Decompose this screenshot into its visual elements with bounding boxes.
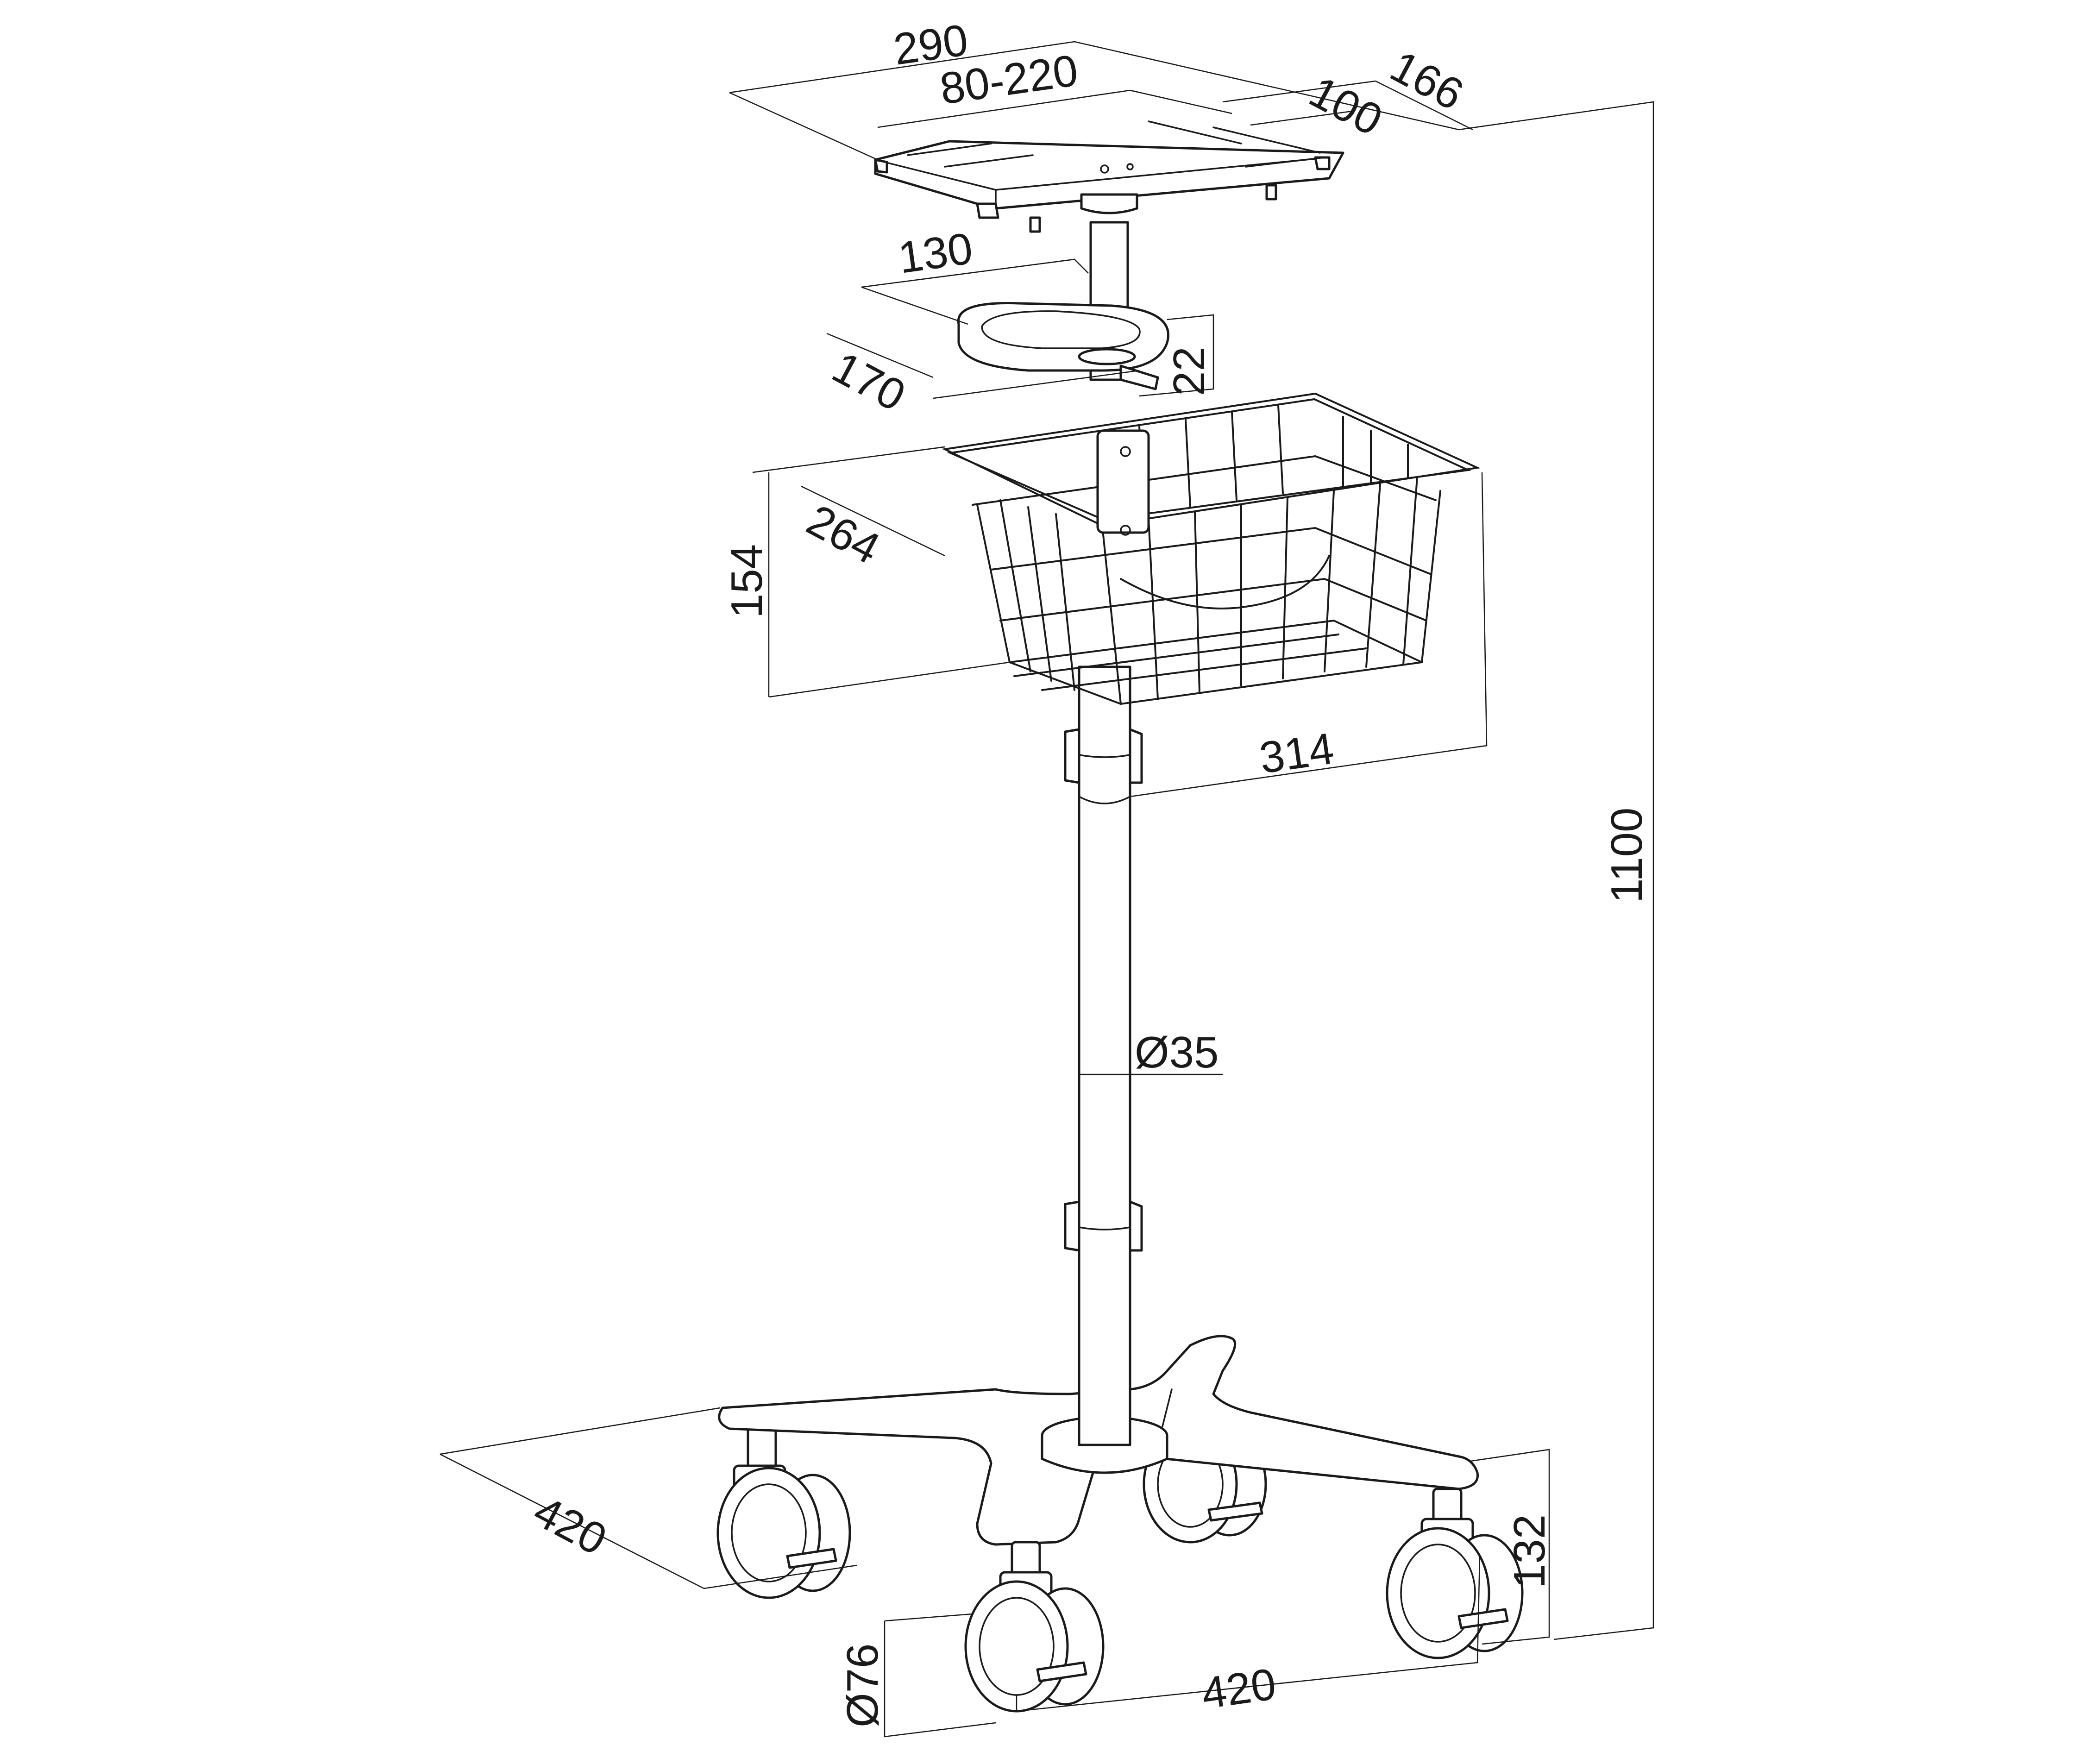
- label-basket-height: 154: [722, 544, 772, 618]
- label-total-height: 1100: [1602, 808, 1652, 903]
- base: [716, 1335, 1524, 1713]
- dimension-lines: [440, 41, 1654, 1738]
- label-holder-outer: 170: [824, 342, 913, 421]
- caster-front-right: [1386, 1488, 1524, 1659]
- cable-clip-upper: [1064, 728, 1080, 784]
- label-wheel-diameter: Ø76: [838, 1644, 887, 1727]
- label-base-width: 420: [1199, 1659, 1279, 1719]
- label-top-plate-depth: 166: [1382, 41, 1471, 120]
- pole: [1064, 221, 1143, 1446]
- top-plate: [874, 120, 1344, 233]
- label-holder-inner: 130: [895, 224, 976, 283]
- label-top-plate-width: 290: [891, 15, 971, 75]
- label-base-depth: 420: [526, 1486, 615, 1565]
- label-pole-diameter: Ø35: [1135, 1028, 1219, 1077]
- cable-clip-lower: [1064, 1200, 1080, 1252]
- label-basket-width: 314: [1256, 724, 1337, 783]
- label-caster-height: 132: [1505, 1514, 1554, 1588]
- label-slot-spacing: 100: [1301, 67, 1390, 145]
- wire-basket: [942, 392, 1481, 705]
- basket-bracket: [1096, 429, 1150, 534]
- holder-ring: [957, 302, 1169, 390]
- caster-front: [964, 1541, 1105, 1713]
- label-holder-height: 22: [1164, 346, 1214, 396]
- caster-front-left: [716, 1420, 851, 1599]
- label-basket-depth: 264: [799, 495, 888, 574]
